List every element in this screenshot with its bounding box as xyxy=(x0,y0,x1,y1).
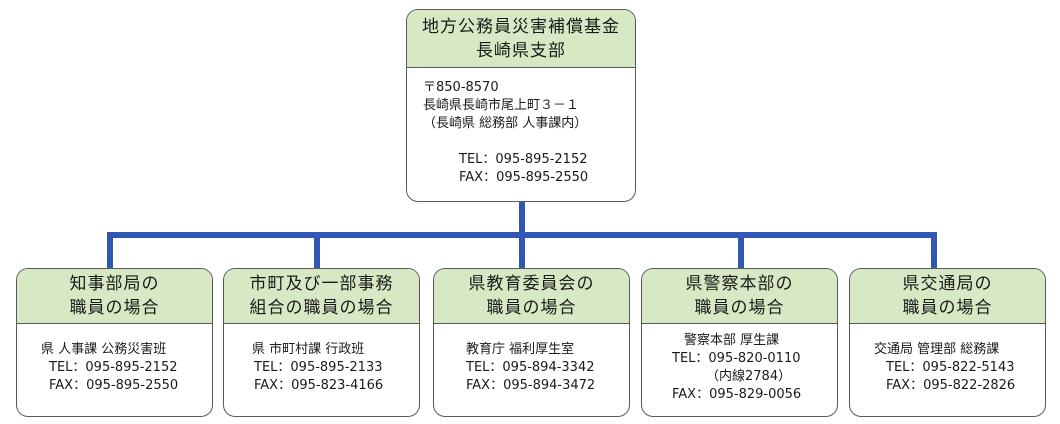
top-node-body: 〒850-8570 長崎県長崎市尾上町３－１ （長崎県 総務部 人事課内） TE… xyxy=(407,68,635,187)
connector-drop-2 xyxy=(314,232,320,270)
branch-header: 市町及び一部事務 組合の職員の場合 xyxy=(224,269,419,324)
branch-header: 県警察本部の 職員の場合 xyxy=(642,269,837,324)
connector-drop-3 xyxy=(519,232,525,270)
branch-title-line1: 県警察本部の xyxy=(685,274,794,294)
branch-fax: FAX：095-829-0056 xyxy=(672,387,802,402)
branch-title-line2: 職員の場合 xyxy=(69,298,160,318)
branch-node-3: 県教育委員会の 職員の場合 教育庁 福利厚生室 TEL：095-894-3342… xyxy=(433,268,630,417)
branch-title-line2: 職員の場合 xyxy=(694,298,785,318)
connector-trunk xyxy=(519,200,525,236)
connector-drop-4 xyxy=(738,232,744,270)
branch-tel: TEL：095-895-2133 xyxy=(254,360,383,375)
top-node-header: 地方公務員災害補償基金 長崎県支部 xyxy=(407,10,635,68)
branch-dept: 教育庁 福利厚生室 xyxy=(466,342,575,357)
branch-title-line1: 市町及び一部事務 xyxy=(249,274,394,294)
branch-dept: 交通局 管理部 総務課 xyxy=(874,342,1000,357)
branch-body: 警察本部 厚生課 TEL：095-820-0110 （内線2784） FAX：0… xyxy=(642,324,837,404)
branch-body: 県 市町村課 行政班 TEL：095-895-2133 FAX：095-823-… xyxy=(224,324,419,395)
branch-fax: FAX：095-895-2550 xyxy=(49,378,179,393)
branch-title-line2: 職員の場合 xyxy=(486,298,577,318)
branch-body: 県 人事課 公務災害班 TEL：095-895-2152 FAX：095-895… xyxy=(17,324,212,395)
top-office: （長崎県 総務部 人事課内） xyxy=(423,116,588,131)
branch-body: 交通局 管理部 総務課 TEL：095-822-5143 FAX：095-822… xyxy=(850,324,1045,395)
top-postal: 〒850-8570 xyxy=(423,80,499,95)
branch-fax: FAX：095-822-2826 xyxy=(886,378,1016,393)
branch-fax: FAX：095-823-4166 xyxy=(254,378,384,393)
top-node: 地方公務員災害補償基金 長崎県支部 〒850-8570 長崎県長崎市尾上町３－１… xyxy=(406,9,636,202)
top-address: 長崎県長崎市尾上町３－１ xyxy=(423,98,580,113)
branch-node-2: 市町及び一部事務 組合の職員の場合 県 市町村課 行政班 TEL：095-895… xyxy=(223,268,420,417)
branch-title-line2: 職員の場合 xyxy=(902,298,993,318)
connector-drop-5 xyxy=(931,232,937,270)
branch-fax: FAX：095-894-3472 xyxy=(466,378,596,393)
top-fax: FAX：095-895-2550 xyxy=(459,170,589,185)
connector-drop-1 xyxy=(107,232,113,270)
branch-extension: （内線2784） xyxy=(706,369,792,384)
branch-title-line1: 県交通局の xyxy=(902,274,993,294)
branch-title-line1: 知事部局の xyxy=(69,274,160,294)
branch-tel: TEL：095-894-3342 xyxy=(466,360,595,375)
branch-header: 県交通局の 職員の場合 xyxy=(850,269,1045,324)
top-tel: TEL：095-895-2152 xyxy=(459,152,588,167)
branch-node-4: 県警察本部の 職員の場合 警察本部 厚生課 TEL：095-820-0110 （… xyxy=(641,268,838,417)
branch-title-line1: 県教育委員会の xyxy=(468,274,595,294)
top-title-line1: 地方公務員災害補償基金 xyxy=(422,17,620,37)
branch-dept: 県 市町村課 行政班 xyxy=(252,342,365,357)
branch-tel: TEL：095-820-0110 xyxy=(672,351,801,366)
branch-header: 知事部局の 職員の場合 xyxy=(17,269,212,324)
top-title-line2: 長崎県支部 xyxy=(476,41,566,61)
branch-tel: TEL：095-895-2152 xyxy=(49,360,178,375)
branch-tel: TEL：095-822-5143 xyxy=(886,360,1015,375)
branch-body: 教育庁 福利厚生室 TEL：095-894-3342 FAX：095-894-3… xyxy=(434,324,629,395)
branch-title-line2: 組合の職員の場合 xyxy=(249,298,394,318)
branch-node-1: 知事部局の 職員の場合 県 人事課 公務災害班 TEL：095-895-2152… xyxy=(16,268,213,417)
branch-dept: 県 人事課 公務災害班 xyxy=(41,342,167,357)
branch-node-5: 県交通局の 職員の場合 交通局 管理部 総務課 TEL：095-822-5143… xyxy=(849,268,1046,417)
branch-dept: 警察本部 厚生課 xyxy=(684,333,780,348)
branch-header: 県教育委員会の 職員の場合 xyxy=(434,269,629,324)
